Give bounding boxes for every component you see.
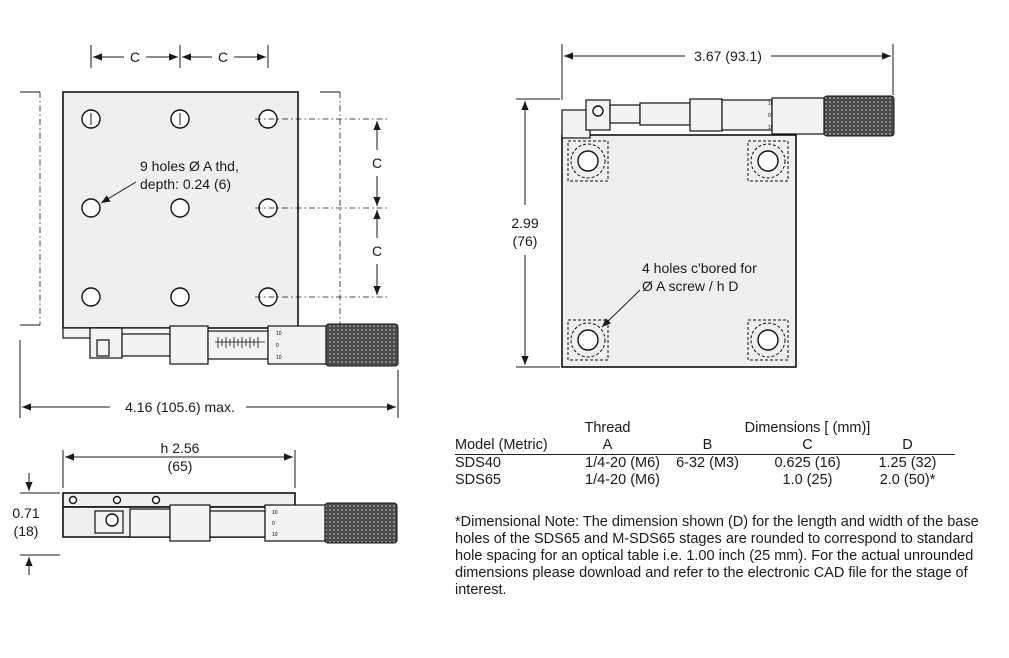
table-row: SDS65 1/4-20 (M6) 1.0 (25) 2.0 (50)* [455,472,955,489]
threaded-hole [81,287,101,307]
front-view: 3.67 (93.1) 2.99 (76) 10 0 10 4 holes c'… [511,44,895,368]
cell-d: 1.25 (32) [878,455,937,471]
dim-side-height-in: 0.71 [12,505,39,521]
front-plate [561,134,797,368]
col-header-model: Model (Metric) [455,437,555,455]
group-header-dimensions: Dimensions [ (mm)] [744,420,871,436]
cell-b [660,472,755,489]
table-group-header-row: Thread Dimensions [ (mm)] [455,420,955,437]
dim-side-length-in: h 2.56 [161,440,200,456]
dim-c-top-left: C [130,49,140,65]
counterbored-hole [577,150,599,172]
front-micrometer-tick-10b: 10 [768,125,774,131]
side-view: h 2.56 (65) 10 0 10 0.71 (18) [12,440,398,575]
micrometer-knob [325,323,399,367]
dim-side-length-mm: (65) [168,458,193,474]
micrometer-tick-10b: 10 [276,355,282,361]
callout-9-holes-line2: depth: 0.24 (6) [140,176,231,192]
dim-side-height-mm: (18) [14,523,39,539]
threaded-hole [170,198,190,218]
dim-c-right-upper: C [372,155,382,171]
cell-a: 1/4-20 (M6) [585,472,660,488]
side-micrometer-tick-10b: 10 [272,532,278,538]
dim-overall-length: 4.16 (105.6) max. [125,399,235,415]
threaded-hole [170,287,190,307]
front-micrometer-knob [823,95,895,137]
threaded-hole [81,198,101,218]
counterbored-hole [757,329,779,351]
front-micrometer-tick-0: 0 [768,113,771,119]
cell-c: 1.0 (25) [782,472,833,488]
cell-a: 1/4-20 (M6) [585,455,660,471]
table-header-row: Model (Metric) A B C D [455,437,955,455]
micrometer-tick-0: 0 [276,343,279,349]
cell-d: 2.0 (50)* [879,472,936,488]
callout-9-holes-line1: 9 holes Ø A thd, [140,158,239,174]
callout-4-holes-line2: Ø A screw / h D [642,278,738,294]
top-view: C C C C 9 holes Ø A thd, [19,45,399,418]
dim-c-top-right: C [218,49,228,65]
counterbored-hole [757,150,779,172]
table-row: SDS40 1/4-20 (M6) 6-32 (M3) 0.625 (16) 1… [455,455,955,473]
col-header-d: D [860,437,955,455]
cell-model: SDS40 [455,455,501,471]
callout-4-holes-line1: 4 holes c'bored for [642,260,757,276]
cell-model: SDS65 [455,472,501,488]
dim-front-width: 3.67 (93.1) [694,48,762,64]
group-header-thread: Thread [584,420,631,436]
col-header-c: C [755,437,860,455]
dimensions-table: Thread Dimensions [ (mm)] Model (Metric)… [455,420,955,489]
cell-b: 6-32 (M3) [676,455,739,471]
cell-c: 0.625 (16) [774,455,841,471]
col-header-a: A [555,437,660,455]
dim-front-height-mm: (76) [513,233,538,249]
side-micrometer-tick-0: 0 [272,521,275,527]
counterbored-hole [577,329,599,351]
dimensional-note: *Dimensional Note: The dimension shown (… [455,514,979,598]
col-header-b: B [660,437,755,455]
side-micrometer-knob [324,502,398,544]
front-micrometer-tick-10a: 10 [768,101,774,107]
dim-c-right-lower: C [372,243,382,259]
side-micrometer-tick-10a: 10 [272,510,278,516]
dim-front-height-in: 2.99 [511,215,538,231]
micrometer-tick-10a: 10 [276,331,282,337]
